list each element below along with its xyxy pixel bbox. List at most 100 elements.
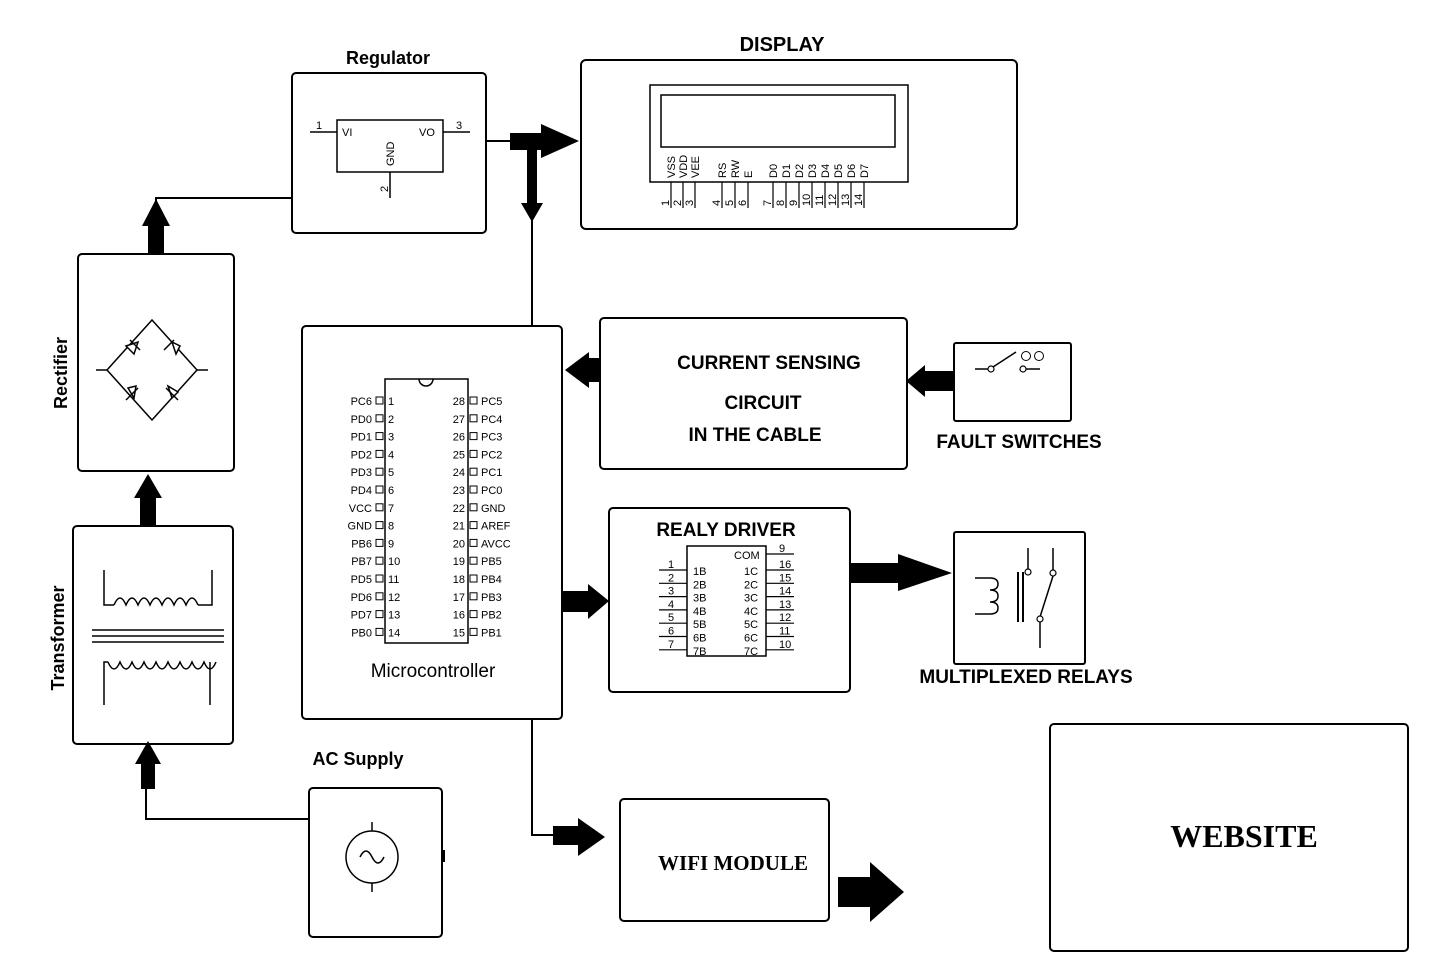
fault-switches-title: FAULT SWITCHES <box>936 432 1101 453</box>
lcd-pin-label: E <box>743 171 755 178</box>
mcu-left-pin-pad <box>375 610 384 619</box>
mcu-left-pin-num: 5 <box>388 467 394 479</box>
mcu-left-pin-num: 3 <box>388 432 394 444</box>
uln-input-label: 7B <box>693 646 706 658</box>
lcd-pin-label: VDD <box>678 155 690 178</box>
mcu-right-pin-num: 26 <box>453 432 465 444</box>
lcd-pin-number: 2 <box>672 200 684 206</box>
transformer-icon <box>92 570 224 705</box>
mcu-left-pin-pad <box>375 396 384 405</box>
lcd-pin-number: 13 <box>840 194 852 206</box>
uln-output-num: 15 <box>779 572 791 584</box>
lcd-pin-number: 12 <box>827 194 839 206</box>
uln-input-label: 3B <box>693 593 706 605</box>
wifi-module-block: WIFI MODULE <box>619 798 830 922</box>
uln-output-label: 5C <box>744 619 758 631</box>
display-block: DISPLAY VSS1VDD2VEE3RS4RW5E6D07D18D29D31… <box>580 34 1018 230</box>
mcu-right-pin-name: PC0 <box>481 485 502 497</box>
transformer-title: Transformer <box>48 585 68 690</box>
mcu-left-pin-num: 11 <box>388 574 399 586</box>
mcu-right-pin-num: 28 <box>453 396 465 408</box>
uln-input-num: 3 <box>668 586 674 598</box>
current-sensing-line1: CURRENT SENSING <box>677 353 861 374</box>
mcu-right-pin-name: PC2 <box>481 449 502 461</box>
mcu-left-pin-pad <box>375 538 384 547</box>
display-title: DISPLAY <box>740 34 826 56</box>
uln-input-num: 5 <box>668 612 674 624</box>
uln-output-num: 10 <box>779 639 791 651</box>
wifi-module-title: WIFI MODULE <box>658 851 808 875</box>
lcd-pin-number: 10 <box>801 194 813 206</box>
ac-to-transformer-arrow <box>135 741 161 789</box>
mcu-right-pin-name: PB3 <box>481 592 502 604</box>
uln-input-num: 2 <box>668 572 674 584</box>
lcd-pin-label: D0 <box>768 164 780 178</box>
mcu-right-pin-pad <box>469 538 478 547</box>
lcd-pin-number: 4 <box>711 200 723 206</box>
uln-output-label: 1C <box>744 566 758 578</box>
regulator-vi: VI <box>342 127 352 139</box>
mcu-right-pin-num: 27 <box>453 414 465 426</box>
lcd-pin-label: D1 <box>781 164 793 178</box>
switch-icon <box>975 351 1044 373</box>
mcu-left-pin-name: PB6 <box>351 538 372 550</box>
relay-icon <box>975 548 1057 648</box>
ac-to-transformer-wire <box>145 782 309 820</box>
uln-input-label: 5B <box>693 619 706 631</box>
mcu-left-pin-pad <box>375 556 384 565</box>
regulator-block: Regulator 1 3 VI VO GND 2 <box>291 48 487 234</box>
mcu-left-pin-name: PD0 <box>351 414 372 426</box>
lcd-pin-label: D7 <box>859 164 871 178</box>
regulator-to-display-arrow <box>510 124 579 158</box>
uln-input-label: 6B <box>693 633 706 645</box>
mcu-right-pin-name: PB1 <box>481 627 502 639</box>
lcd-screen <box>660 94 896 148</box>
uln-output-num: 11 <box>779 626 790 638</box>
mcu-left-pin-num: 1 <box>388 396 394 408</box>
mcu-left-pin-name: PC6 <box>351 396 372 408</box>
mcu-left-pin-name: PD5 <box>351 574 372 586</box>
ac-supply-title: AC Supply <box>312 749 403 769</box>
lcd-pin-label: D4 <box>820 164 832 178</box>
mcu-left-pin-name: PB0 <box>351 627 372 639</box>
mcu-left-pin-num: 2 <box>388 414 394 426</box>
mcu-left-pin-pad <box>375 521 384 530</box>
mcu-right-pin-num: 17 <box>453 592 465 604</box>
mcu-left-pin-num: 14 <box>388 627 400 639</box>
mcu-right-pin-pad <box>469 610 478 619</box>
uln-input-num: 6 <box>668 626 674 638</box>
uln-output-label: 7C <box>744 646 758 658</box>
mcu-left-pin-num: 9 <box>388 538 394 550</box>
lcd-pin-label: D5 <box>833 164 845 178</box>
lcd-pin-number: 9 <box>788 200 800 206</box>
mcu-to-wifi-wire <box>531 719 555 836</box>
regulator-pin3: 3 <box>456 120 462 132</box>
mcu-right-pin-pad <box>469 396 478 405</box>
uln-output-num: 12 <box>779 612 791 624</box>
switches-to-sensing-arrow <box>906 365 954 397</box>
uln-output-num: 16 <box>779 559 791 571</box>
sensing-to-mcu-arrow <box>565 352 600 388</box>
mcu-left-pin-num: 12 <box>388 592 400 604</box>
mcu-left-pin-name: VCC <box>349 503 372 515</box>
mcu-left-pin-num: 7 <box>388 503 394 515</box>
fault-switches-block: FAULT SWITCHES <box>936 342 1102 453</box>
mcu-left-pin-name: PD6 <box>351 592 372 604</box>
mcu-left-pin-name: PD3 <box>351 467 372 479</box>
lcd-pin-number: 5 <box>724 200 736 206</box>
uln-input-num: 1 <box>668 559 674 571</box>
mcu-left-pin-name: PD1 <box>351 432 372 444</box>
uln-chip <box>686 545 767 657</box>
mcu-right-pin-name: PC4 <box>481 414 502 426</box>
mcu-right-pin-name: PC5 <box>481 396 502 408</box>
transformer-to-rectifier-arrow <box>134 474 162 526</box>
mcu-right-pin-pad <box>469 485 478 494</box>
mcu-right-pin-name: PB5 <box>481 556 502 568</box>
uln-output-label: 6C <box>744 633 758 645</box>
mcu-right-pin-pad <box>469 592 478 601</box>
rectifier-to-regulator-arrow <box>142 199 170 255</box>
mcu-left-pin-pad <box>375 592 384 601</box>
